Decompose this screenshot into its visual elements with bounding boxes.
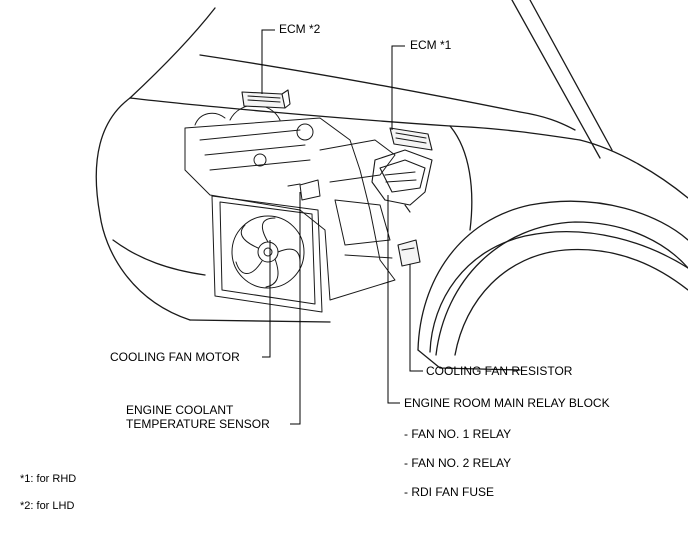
ecm-2-label: ECM *2	[279, 22, 321, 36]
car-body	[95, 0, 688, 371]
relay-item-fan1: - FAN NO. 1 RELAY	[404, 427, 512, 441]
relay-item-fan2: - FAN NO. 2 RELAY	[404, 456, 512, 470]
cooling-fan-resistor-label: COOLING FAN RESISTOR	[426, 364, 573, 378]
leader-lines	[261, 29, 423, 425]
footnote-rhd: *1: for RHD	[20, 473, 77, 485]
radiator-fan	[211, 195, 323, 313]
ecm-2-component	[241, 89, 291, 109]
relay-item-rdi-fuse: - RDI FAN FUSE	[404, 485, 495, 499]
coolant-sensor-label-line2: TEMPERATURE SENSOR	[126, 417, 270, 431]
engine-block	[184, 104, 396, 301]
cooling-fan-motor-label: COOLING FAN MOTOR	[110, 350, 240, 364]
ecm-1-component	[389, 127, 433, 151]
coolant-sensor-label-line1: ENGINE COOLANT	[126, 403, 234, 417]
relay-block-label: ENGINE ROOM MAIN RELAY BLOCK	[404, 396, 610, 410]
relay-block-component	[371, 149, 433, 213]
footnote-lhd: *2: for LHD	[20, 500, 75, 512]
ecm-1-label: ECM *1	[410, 38, 452, 52]
fan-resistor-component	[397, 239, 421, 267]
